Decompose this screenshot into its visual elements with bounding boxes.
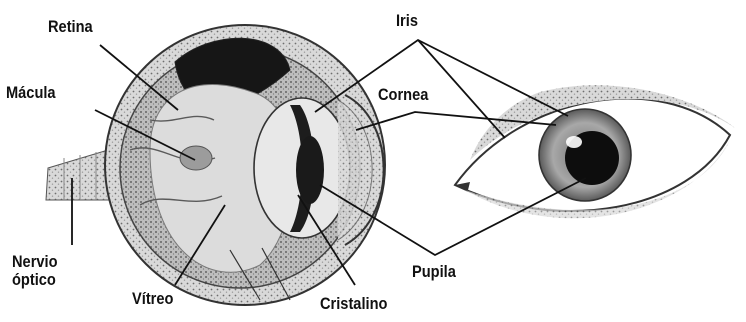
external-eye-view — [455, 85, 735, 218]
label-retina: Retina — [48, 18, 93, 36]
label-macula: Mácula — [6, 84, 56, 102]
label-pupila: Pupila — [412, 263, 456, 281]
label-iris: Iris — [396, 12, 418, 30]
iris-leader-branch — [418, 40, 505, 138]
label-cristalino: Cristalino — [320, 295, 387, 313]
eyeball-cross-section — [105, 25, 385, 305]
label-nervio-line1: Nervio — [12, 253, 58, 271]
label-nervio-optico: Nervio óptico — [12, 253, 58, 289]
optic-nerve-shape — [46, 150, 112, 200]
label-nervio-line2: óptico — [12, 271, 58, 289]
label-vitreo: Vítreo — [132, 290, 173, 308]
label-cornea: Cornea — [378, 86, 428, 104]
